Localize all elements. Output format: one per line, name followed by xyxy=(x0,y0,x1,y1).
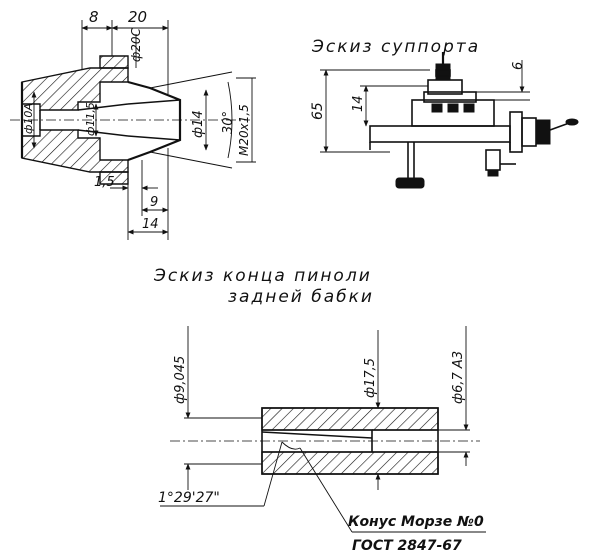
support-dim-65: 65 xyxy=(310,102,326,120)
quill-sketch-title-line1: Эскиз конца пиноли xyxy=(153,266,372,286)
quill-upper-wall xyxy=(261,407,439,431)
collet-body xyxy=(10,55,250,185)
collet-dim-dia11-5: ф11,5 xyxy=(84,102,97,136)
collet-dim-20: 20 xyxy=(128,8,147,26)
support-dim-14: 14 xyxy=(351,95,366,112)
collet-sketch: 8 20 ф20С ф10А ф11,5 ф14 30° M20x1,5 1,5… xyxy=(10,8,256,240)
morse-note-line2: ГОСТ 2847-67 xyxy=(352,538,462,554)
quill-lower-wall xyxy=(261,451,439,475)
support-base xyxy=(369,125,511,143)
quill-sketch: Эскиз конца пиноли задней бабки ф9,045 ф… xyxy=(153,266,486,554)
support-sketch-title: Эскиз суппорта xyxy=(311,37,480,57)
collet-dim-thread: M20x1,5 xyxy=(237,104,251,156)
collet-dim-8: 8 xyxy=(89,8,99,26)
collet-dim-9: 9 xyxy=(150,195,158,210)
quill-dim-dia9-045: ф9,045 xyxy=(173,356,188,404)
support-sketch: Эскиз суппорта 65 xyxy=(310,37,579,189)
collet-dim-dia14: ф14 xyxy=(191,110,206,138)
morse-note-line1: Конус Морзе №0 xyxy=(348,514,484,530)
collet-dim-dia10a: ф10А xyxy=(22,103,35,134)
quill-dim-dia6-7: ф6,7 А3 xyxy=(451,351,466,404)
support-dim-6: 6 xyxy=(511,62,526,70)
collet-dim-dia20c: ф20С xyxy=(129,27,143,62)
quill-dim-dia17-5: ф17,5 xyxy=(363,358,378,398)
collet-dim-1-5: 1,5 xyxy=(94,175,115,190)
collet-dim-angle30: 30° xyxy=(221,111,236,134)
quill-dim-taper-angle: 1°29'27" xyxy=(158,490,220,506)
quill-sketch-title-line2: задней бабки xyxy=(228,287,374,307)
collet-dim-14: 14 xyxy=(142,217,159,232)
